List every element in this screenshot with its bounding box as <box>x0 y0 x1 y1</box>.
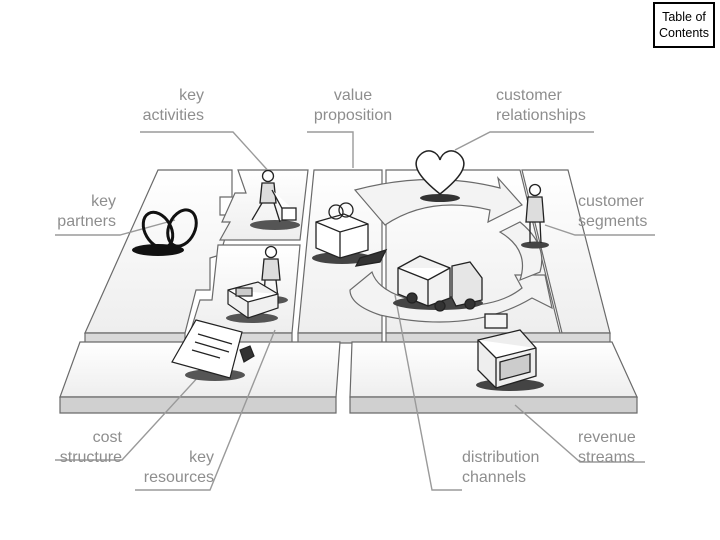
worker-icon <box>250 169 300 230</box>
table-of-contents-button[interactable]: Table of Contents <box>653 2 715 48</box>
label-customer-segments-line-1: customer <box>578 193 644 210</box>
customer-person-icon <box>521 183 549 249</box>
panel-revenue-streams-side <box>349 396 638 414</box>
label-cost-structure-line-1: cost <box>92 429 122 446</box>
label-key-partners-line-1: key <box>91 193 116 210</box>
line-key-partners <box>55 219 176 236</box>
line-distribution-channels <box>394 294 462 491</box>
label-customer-segments-line-2: segments <box>578 213 648 230</box>
label-key-partners: key partners <box>40 192 116 232</box>
label-value-proposition-line-2: proposition <box>313 107 393 124</box>
label-value-proposition: value proposition <box>306 86 400 126</box>
heart-icon <box>415 150 465 202</box>
line-key-resources <box>135 329 276 491</box>
label-revenue-streams-line-2: streams <box>578 449 635 466</box>
label-distribution-channels-line-2: channels <box>462 469 527 486</box>
board <box>59 169 638 414</box>
line-revenue-streams <box>514 404 645 463</box>
label-customer-relationships-line-2: relationships <box>496 107 586 124</box>
document-icon <box>171 319 255 381</box>
line-customer-segments <box>544 224 655 236</box>
label-revenue-streams-line-1: revenue <box>578 429 636 446</box>
leader-lines <box>55 131 655 491</box>
machine-icon <box>226 281 279 323</box>
label-value-proposition-line-1: value <box>333 87 373 104</box>
gift-icon <box>312 202 388 267</box>
panel-cost-structure-side <box>59 396 337 414</box>
truck-icon <box>393 255 483 312</box>
label-distribution-channels-line-1: distribution <box>462 449 540 466</box>
label-key-resources-line-2: resources <box>143 469 214 486</box>
label-key-activities: key activities <box>130 86 204 126</box>
line-key-activities <box>140 131 273 176</box>
label-distribution-channels: distribution channels <box>462 448 562 488</box>
label-customer-segments: customer segments <box>578 192 658 232</box>
label-cost-structure-line-2: structure <box>59 449 122 466</box>
label-cost-structure: cost structure <box>44 428 122 468</box>
label-key-activities-line-2: activities <box>142 107 204 124</box>
line-value-proposition <box>307 131 354 168</box>
label-key-activities-line-1: key <box>179 87 204 104</box>
line-customer-relationships <box>454 131 594 151</box>
label-revenue-streams: revenue streams <box>578 428 658 468</box>
label-customer-relationships-line-1: customer <box>496 87 562 104</box>
toc-line-2: Contents <box>658 26 710 40</box>
line-cost-structure <box>55 374 201 461</box>
label-key-resources-line-1: key <box>189 449 214 466</box>
label-key-resources: key resources <box>130 448 214 488</box>
label-customer-relationships: customer relationships <box>496 86 606 126</box>
rings-icon <box>132 208 198 256</box>
cash-register-icon <box>476 313 544 391</box>
toc-line-1: Table of <box>662 10 706 24</box>
label-key-partners-line-2: partners <box>57 213 116 230</box>
